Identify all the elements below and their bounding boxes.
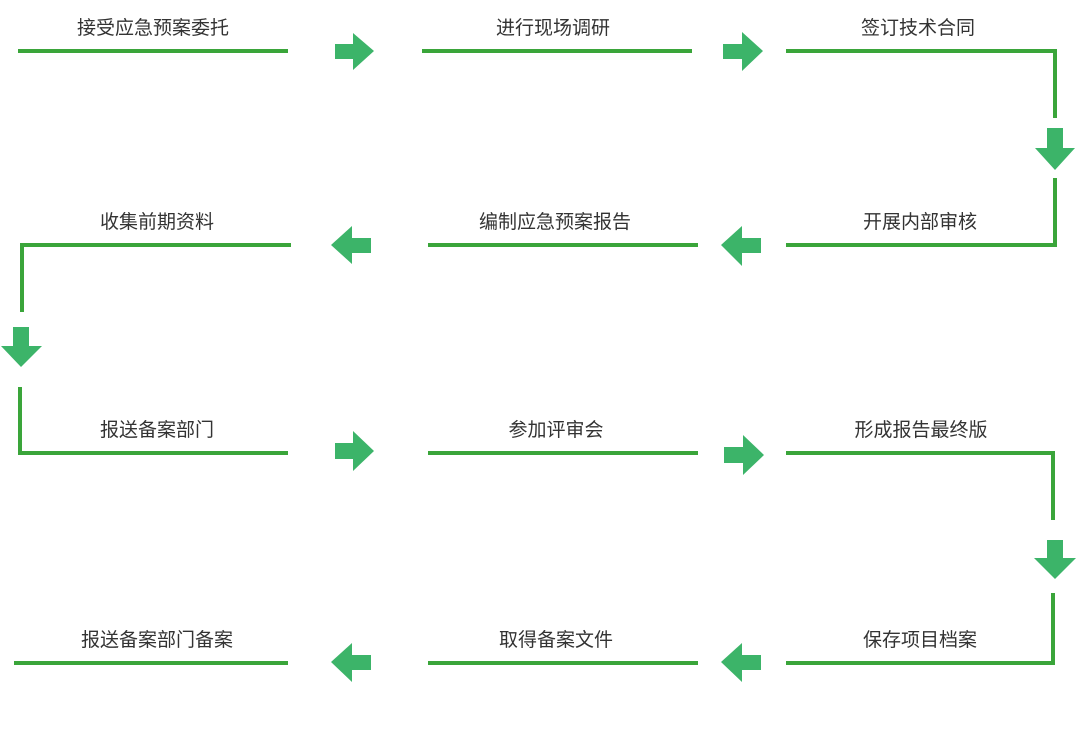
arrow-right-icon — [723, 32, 763, 71]
step-9-label: 形成报告最终版 — [854, 419, 987, 441]
step-3-line — [786, 49, 1057, 118]
step-9-line — [786, 451, 1055, 520]
step-12-label: 报送备案部门备案 — [81, 629, 233, 651]
arrow-left-icon — [331, 643, 371, 682]
step-1-label: 接受应急预案委托 — [77, 17, 229, 39]
step-6-label: 收集前期资料 — [100, 211, 214, 233]
arrow-left-icon — [331, 226, 371, 264]
step-5: 编制应急预案报告 — [428, 211, 698, 247]
step-3: 签订技术合同 — [786, 17, 1057, 118]
step-7-label: 报送备案部门 — [100, 419, 214, 441]
step-5-label: 编制应急预案报告 — [479, 211, 631, 233]
step-11-label: 取得备案文件 — [499, 629, 613, 651]
step-4: 开展内部审核 — [786, 178, 1057, 247]
step-2-label: 进行现场调研 — [496, 17, 610, 39]
step-9: 形成报告最终版 — [786, 419, 1055, 520]
arrow-down-icon — [1035, 128, 1075, 170]
arrow-right-icon — [724, 435, 764, 475]
step-2: 进行现场调研 — [422, 17, 692, 53]
step-8-label: 参加评审会 — [508, 419, 603, 441]
step-12: 报送备案部门备案 — [14, 629, 288, 665]
step-6-line — [20, 243, 291, 312]
arrow-left-icon — [721, 643, 761, 682]
arrow-right-icon — [335, 33, 374, 70]
step-11: 取得备案文件 — [428, 629, 698, 665]
arrow-down-icon — [1, 327, 42, 367]
step-10-label: 保存项目档案 — [863, 629, 977, 651]
step-10: 保存项目档案 — [786, 593, 1055, 665]
arrow-down-icon — [1034, 540, 1076, 579]
step-4-label: 开展内部审核 — [863, 211, 977, 233]
step-6: 收集前期资料 — [20, 211, 291, 312]
arrow-right-icon — [335, 431, 374, 471]
step-7-line — [18, 387, 288, 455]
step-8: 参加评审会 — [428, 419, 698, 455]
arrow-left-icon — [721, 226, 761, 266]
step-3-label: 签订技术合同 — [861, 17, 975, 39]
step-1: 接受应急预案委托 — [18, 17, 288, 53]
step-4-line — [786, 178, 1057, 247]
step-7: 报送备案部门 — [18, 387, 288, 455]
step-10-line — [786, 593, 1055, 665]
